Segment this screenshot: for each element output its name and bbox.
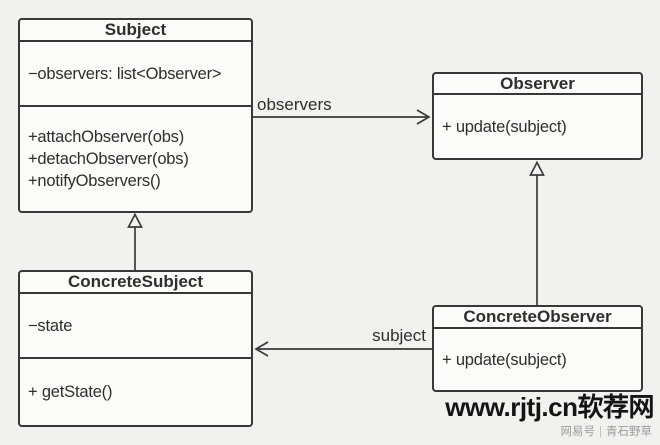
method: +attachObserver(obs)	[28, 128, 185, 146]
class-box-subject: Subject −observers: list<Observer> +atta…	[18, 18, 253, 213]
credit-source: 网易号	[560, 426, 596, 438]
method: + update(subject)	[442, 350, 567, 369]
class-methods-concrete-subject: + getState()	[20, 357, 251, 425]
class-attributes-subject: −observers: list<Observer>	[20, 42, 251, 105]
inheritance-concretesubject-subject-arrow	[127, 212, 143, 270]
class-methods-observer: + update(subject)	[434, 95, 641, 158]
method: + getState()	[28, 383, 113, 401]
method: + update(subject)	[442, 117, 567, 136]
credit-line: 网易号| 青石野草	[561, 423, 653, 439]
method: +detachObserver(obs)	[28, 150, 189, 168]
class-title-concrete-observer: ConcreteObserver	[434, 307, 641, 329]
class-title-subject: Subject	[20, 20, 251, 42]
class-title-observer: Observer	[434, 74, 641, 95]
watermark-text: www.rjtj.cn软荐网	[445, 392, 654, 422]
association-label-subject: subject	[372, 326, 426, 345]
class-box-concrete-subject: ConcreteSubject −state + getState()	[18, 270, 253, 427]
class-attributes-concrete-subject: −state	[20, 294, 251, 357]
class-methods-concrete-observer: + update(subject)	[434, 329, 641, 390]
attribute: −state	[28, 316, 73, 335]
inheritance-concreteobserver-observer-arrow	[529, 160, 545, 305]
credit-author: 青石野草	[606, 426, 652, 438]
class-title-concrete-subject: ConcreteSubject	[20, 272, 251, 294]
credit-separator: |	[599, 426, 602, 438]
class-box-concrete-observer: ConcreteObserver + update(subject)	[432, 305, 643, 392]
class-box-observer: Observer + update(subject)	[432, 72, 643, 160]
association-observers-arrow	[253, 109, 431, 125]
class-methods-subject: +attachObserver(obs) +detachObserver(obs…	[20, 105, 251, 211]
method: +notifyObservers()	[28, 172, 161, 190]
association-subject-arrow	[254, 341, 432, 357]
attribute: −observers: list<Observer>	[28, 64, 222, 83]
association-label-observers: observers	[257, 95, 332, 114]
